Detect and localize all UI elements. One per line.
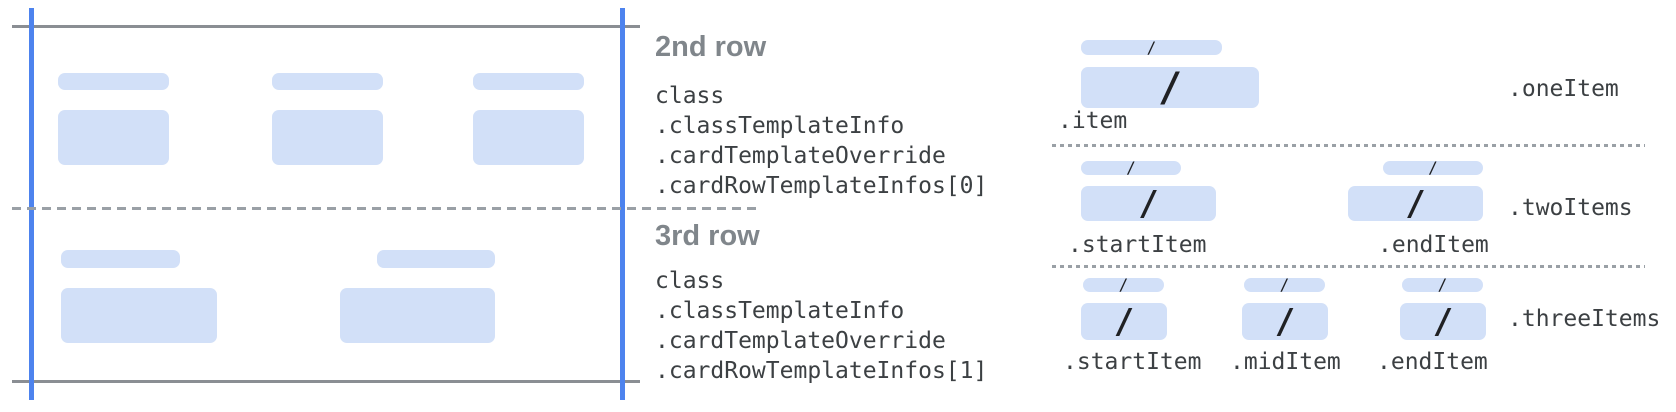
code-line: .cardRowTemplateInfos[0] [655,173,988,199]
item-field-label: .endItem [1378,232,1489,258]
slash-icon: / [1146,37,1157,57]
section-label: .oneItem [1508,76,1619,102]
code-line: class [655,83,725,109]
slash-icon: / [1118,275,1129,294]
item-value-placeholder: / [1400,303,1486,340]
card-top-border-line [12,25,640,28]
item-value-placeholder: / [1081,67,1259,108]
item-field-label: .item [1058,108,1128,134]
row2-col1-label-placeholder [58,73,169,90]
item-value-placeholder: / [1348,186,1483,221]
row2-col3-label-placeholder [473,73,584,90]
slash-icon: / [1138,183,1159,224]
slash-icon: / [1274,301,1296,342]
slash-icon: / [1126,158,1136,177]
slash-icon: / [1279,275,1290,294]
code-line: .cardTemplateOverride [655,328,946,354]
row2-heading: 2nd row [655,31,767,63]
row2-col3-body-placeholder [473,110,584,165]
card-right-guide-line [620,8,625,400]
item-label-placeholder: / [1083,275,1164,294]
section-divider-dotted-line [1052,144,1645,147]
item-label-placeholder: / [1081,37,1222,57]
slash-icon: / [1113,301,1135,342]
code-line: .classTemplateInfo [655,298,905,324]
card-left-guide-line [29,8,34,400]
code-line: .classTemplateInfo [655,113,905,139]
item-label-placeholder: / [1244,275,1325,294]
row3-end-body-placeholder [340,288,495,343]
section-label: .threeItems [1508,306,1661,332]
item-label-placeholder: / [1081,158,1181,177]
row3-end-label-placeholder [377,250,495,268]
row2-col2-label-placeholder [272,73,383,90]
row3-start-label-placeholder [61,250,180,268]
item-field-label: .startItem [1068,232,1207,258]
item-label-placeholder: / [1383,158,1483,177]
slash-icon: / [1157,64,1183,111]
slash-icon: / [1437,275,1448,294]
row2-col2-body-placeholder [272,110,383,165]
row3-start-body-placeholder [61,288,217,343]
row2-col1-body-placeholder [58,110,169,165]
section-label: .twoItems [1508,195,1633,221]
code-line: class [655,268,725,294]
row-divider-dashed-line [12,207,760,210]
code-line: .cardTemplateOverride [655,143,946,169]
slash-icon: / [1428,158,1438,177]
item-value-placeholder: / [1081,303,1167,340]
slash-icon: / [1432,301,1454,342]
row3-heading: 3rd row [655,220,760,252]
item-label-placeholder: / [1402,275,1483,294]
section-divider-dotted-line [1052,265,1645,268]
item-field-label: .startItem [1063,349,1202,375]
item-field-label: .midItem [1230,349,1341,375]
item-value-placeholder: / [1081,186,1216,221]
item-field-label: .endItem [1377,349,1488,375]
item-value-placeholder: / [1242,303,1328,340]
slash-icon: / [1405,183,1426,224]
card-bottom-border-line [12,380,640,383]
code-line: .cardRowTemplateInfos[1] [655,358,988,384]
